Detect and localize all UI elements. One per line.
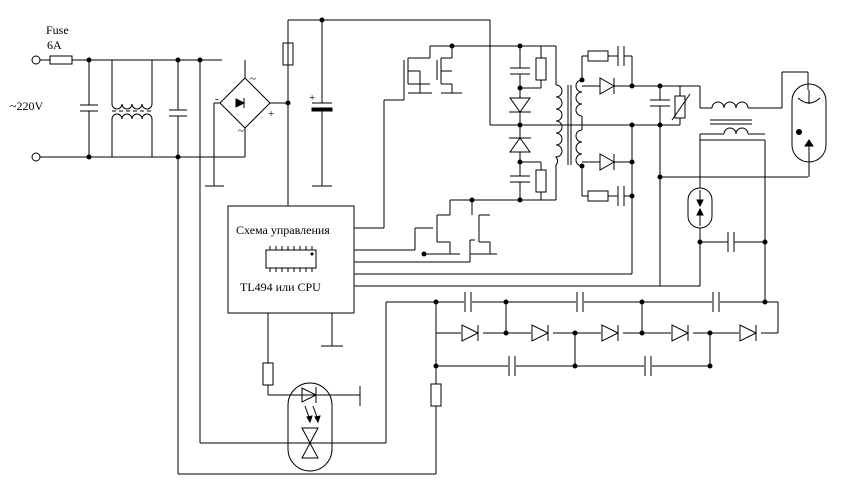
common-mode-choke [111,60,153,157]
output-diode-top [599,77,616,95]
opto-triac-a [301,427,319,445]
opto-led [301,387,318,403]
mains-input: Fuse 6A ~220V [10,23,245,162]
clamp-diode-top [509,97,531,113]
svg-text:+: + [309,92,315,104]
main-transformer [554,56,583,196]
half-bridge-network [509,43,557,203]
control-block-title: Схема управления [236,223,330,237]
svg-text:-: - [215,93,219,105]
multiplier-diode-2 [531,324,550,342]
mains-terminal-bottom [31,152,41,162]
varistor [674,95,686,119]
opto-triac-b [301,441,319,459]
multiplier-diode-4 [671,324,690,342]
svg-text:~: ~ [250,73,256,85]
multiplier-diode-3 [601,324,620,342]
control-block-chips: TL494 или CPU [240,280,321,294]
snubber-resistor-top [535,57,547,81]
multiplier-diode-1 [461,324,480,342]
fuse-rating-label: 6A [47,38,62,52]
startup-resistor [282,42,294,66]
optocoupler [177,60,442,475]
multiplier-diode-5 [739,324,758,342]
mains-voltage-label: ~220V [10,99,43,113]
mains-terminal-top [31,55,41,65]
sec-snubber-resistor-top [587,50,609,62]
control-ic [265,249,317,269]
output-diode-bottom [599,153,616,171]
sec-snubber-resistor-bottom [587,190,609,202]
ignition-transformer [680,71,809,141]
control-block: Схема управления TL494 или CPU [227,100,661,396]
xenon-lamp [791,83,827,177]
fuse-label: Fuse [46,23,69,37]
bridge-rectifier: ~ ~ - + [205,60,288,187]
svg-text:+: + [268,108,274,120]
lower-mosfets [414,197,520,262]
fuse [49,55,73,65]
voltage-multiplier [433,291,779,377]
led-resistor [262,362,274,386]
secondary-rectifiers [579,46,808,206]
upper-mosfets [384,43,520,101]
bleed-resistor [430,383,442,407]
snubber-resistor-bottom [535,169,547,193]
spark-gap [660,140,768,302]
clamp-diode-bottom [509,137,531,153]
svg-text:~: ~ [238,125,244,137]
